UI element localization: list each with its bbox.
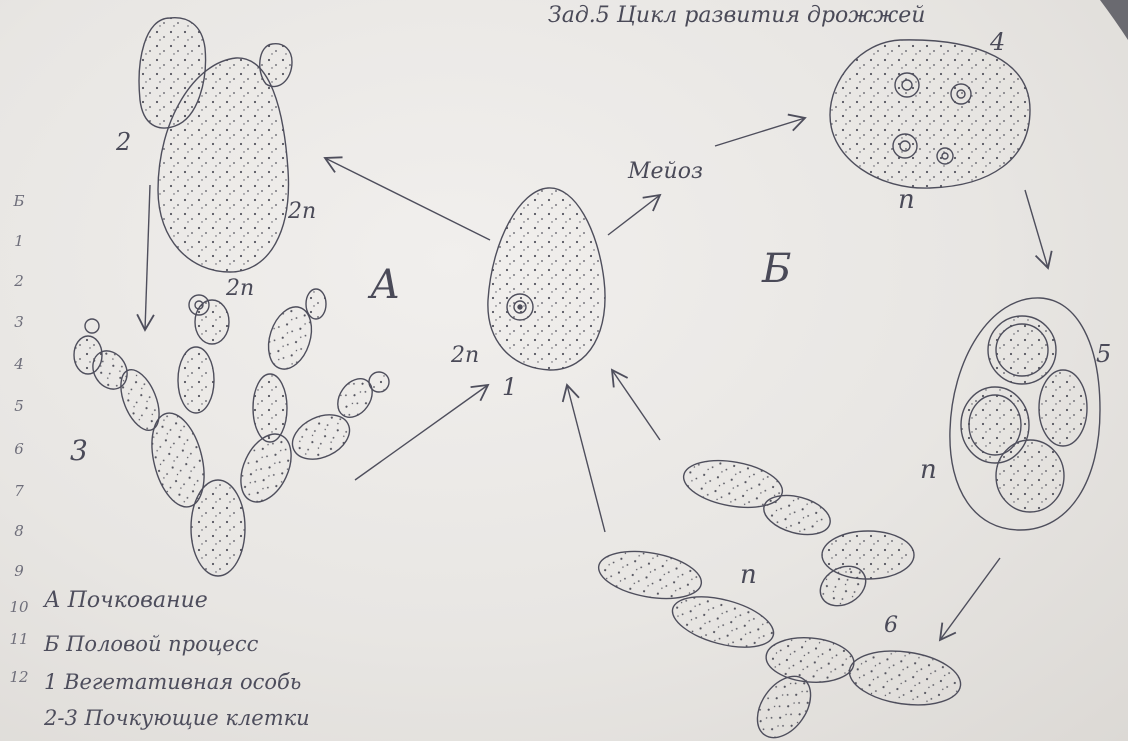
margin-number: 6: [8, 440, 30, 458]
ploidy-n-cell4: n: [898, 185, 915, 215]
cell-5-ascus: [950, 298, 1100, 530]
ploidy-2n-cell1: 2n: [450, 343, 479, 368]
pathway-b-label: Б: [761, 246, 791, 292]
label-4: 4: [989, 28, 1005, 56]
arrow-2-to-3: [145, 185, 150, 330]
meiosis-label: Мейоз: [627, 159, 703, 184]
margin-number: 1: [8, 232, 30, 250]
page-edge: [1100, 0, 1128, 40]
legend-2-3: 2-3 Почкующие клетки: [44, 706, 310, 730]
legend-a: А Почкование: [44, 588, 208, 613]
arrow-6-to-1-b: [612, 370, 660, 440]
ploidy-2n-cell3: 2n: [225, 276, 254, 301]
label-2: 2: [115, 128, 131, 156]
margin-number: 4: [8, 355, 30, 373]
arrow-1-to-meiosis: [608, 195, 660, 235]
margin-number: 7: [8, 482, 30, 500]
ploidy-n-cell6: n: [740, 560, 757, 590]
margin-number: 3: [8, 313, 30, 331]
cell-2-budding: [139, 18, 292, 272]
cell-3-pseudomycelium: [74, 289, 389, 576]
arrow-1-to-2: [325, 158, 490, 240]
margin-number: 12: [8, 668, 30, 686]
label-5: 5: [1096, 340, 1111, 368]
margin-number: 9: [8, 562, 30, 580]
diagram-title: Зад.5 Цикл развития дрожжей: [548, 3, 925, 28]
label-6: 6: [884, 613, 898, 638]
margin-number: 11: [8, 630, 30, 648]
arrow-meiosis-to-4: [715, 118, 805, 146]
cell-6-haploid-chains: [595, 454, 964, 741]
legend-b: Б Половой процесс: [44, 632, 258, 656]
arrow-5-to-6: [940, 558, 1000, 640]
arrow-6-to-1-a: [567, 385, 605, 532]
margin-number: Б: [8, 192, 30, 210]
pathway-a-label: А: [367, 262, 400, 308]
margin-number: 5: [8, 397, 30, 415]
margin-number: 2: [8, 272, 30, 290]
arrow-3-to-1: [355, 385, 488, 480]
cell-1-vegetative: [488, 188, 605, 370]
margin-number: 8: [8, 522, 30, 540]
legend-1: 1 Вегетативная особь: [44, 670, 301, 694]
arrow-4-to-5: [1025, 190, 1048, 268]
margin-number: 10: [8, 598, 30, 616]
ploidy-n-cell5: n: [920, 455, 937, 485]
ploidy-2n-cell2: 2n: [287, 199, 316, 224]
label-3: 3: [70, 434, 88, 467]
label-1: 1: [502, 373, 517, 401]
cell-4-meiosis-nuclei: [830, 40, 1030, 188]
